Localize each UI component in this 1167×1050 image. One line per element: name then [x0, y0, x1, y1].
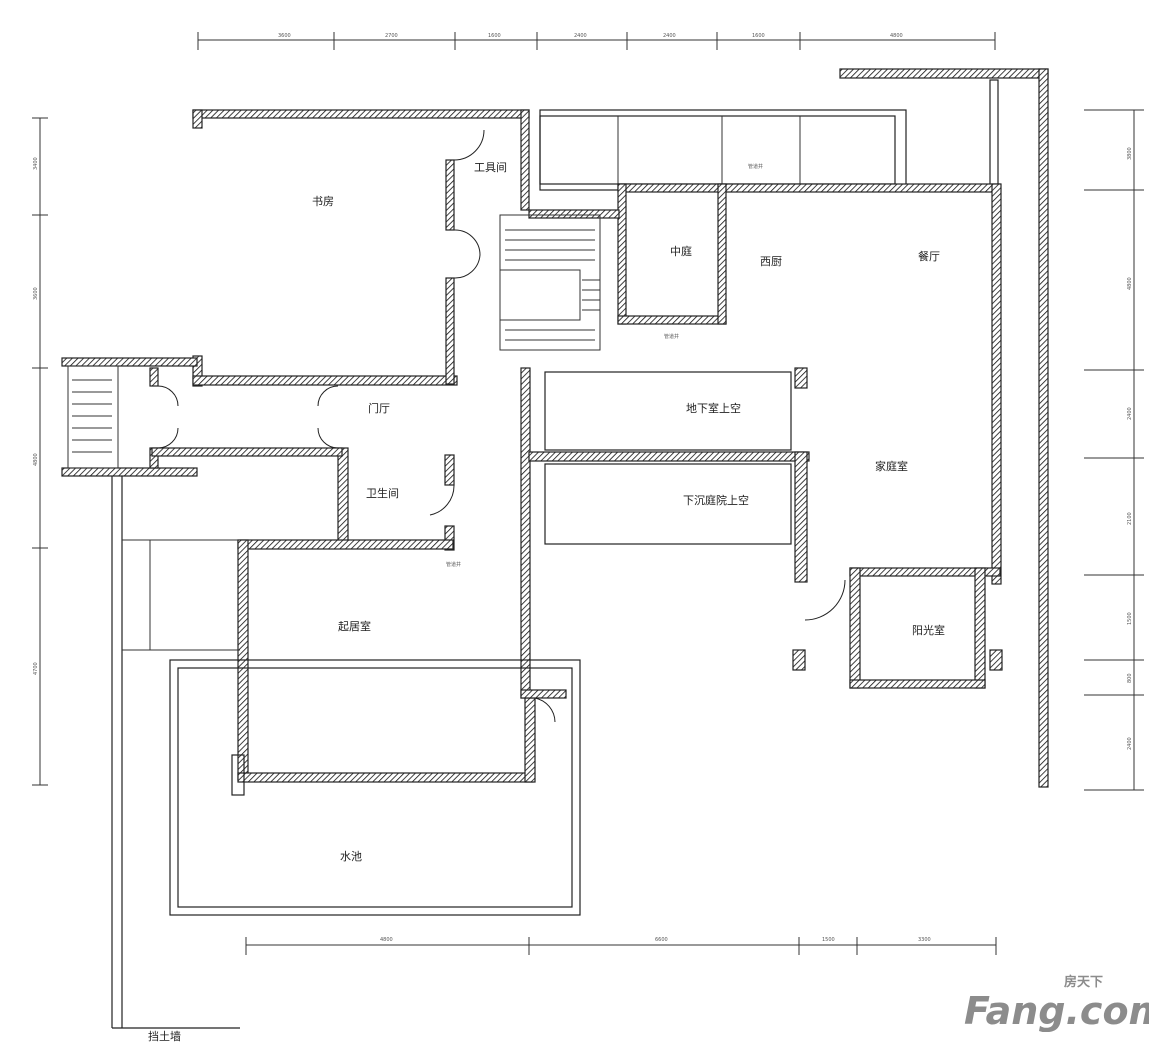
- room-basement-void-label: 地下室上空: [686, 401, 741, 415]
- room-study-label: 书房: [312, 195, 334, 208]
- dim-right-6: 800: [1127, 673, 1133, 683]
- dim-right-3: 2400: [1127, 407, 1133, 420]
- dim-top-6: 1600: [752, 33, 765, 39]
- watermark-main-text: Fang.com: [964, 989, 1149, 1032]
- room-foyer-label: 门厅: [368, 401, 390, 415]
- dim-right-2: 4800: [1127, 277, 1133, 290]
- dim-right-4: 2100: [1127, 512, 1133, 525]
- room-lower-court-void-label: 下沉庭院上空: [683, 493, 749, 507]
- room-family-room-label: 家庭室: [875, 459, 908, 473]
- room-retaining-wall-label: 挡土墙: [148, 1029, 181, 1043]
- dim-left-1: 3400: [33, 157, 39, 170]
- dim-bottom-2: 6600: [655, 937, 668, 943]
- room-kitchen-label: 西厨: [760, 255, 782, 268]
- dim-left-3: 4800: [33, 453, 39, 466]
- dim-right-7: 2400: [1127, 737, 1133, 750]
- room-dining-label: 餐厅: [918, 249, 940, 263]
- room-labels: 书房 工具间 中庭 西厨 餐厅 门厅 地下室上空 下沉庭院上空 家庭室 卫生间 …: [148, 161, 945, 1043]
- room-sunroom-label: 阳光室: [912, 623, 945, 637]
- room-tool-room-label: 工具间: [474, 161, 507, 174]
- doors: [157, 129, 846, 723]
- dim-top-7: 4800: [890, 33, 903, 39]
- dim-right-1: 3800: [1127, 147, 1133, 160]
- dim-top-3: 1600: [488, 33, 501, 39]
- dim-left-4: 4700: [33, 662, 39, 675]
- shaft-label-a: 管道井: [748, 163, 763, 170]
- shaft-label-c: 管道井: [446, 561, 461, 568]
- dim-right-5: 1500: [1127, 612, 1133, 625]
- dimension-right: 3800 4800 2400 2100 1500 800 2400: [1084, 109, 1144, 791]
- room-bathroom-label: 卫生间: [366, 486, 399, 500]
- staircase-main: [499, 214, 601, 351]
- room-living-room-label: 起居室: [338, 619, 371, 633]
- dimension-bottom: 4800 6600 1500 3300: [245, 937, 997, 955]
- shaft-label-b: 管道井: [664, 333, 679, 340]
- room-patio-label: 中庭: [670, 244, 692, 258]
- dim-bottom-3: 1500: [822, 937, 835, 943]
- dimension-top: 3600 2700 1600 2400 2400 1600 4800: [197, 32, 996, 50]
- dimension-left: 3400 3600 4800 4700: [32, 117, 48, 786]
- dim-bottom-4: 3300: [918, 937, 931, 943]
- dim-bottom-1: 4800: [380, 937, 393, 943]
- dim-top-1: 3600: [278, 33, 291, 39]
- staircase-left: [67, 365, 119, 469]
- walls: [61, 68, 1049, 916]
- retaining-wall-lines: [111, 476, 240, 1029]
- dim-top-5: 2400: [663, 33, 676, 39]
- room-pool-label: 水池: [340, 850, 362, 863]
- watermark-small-text: 房天下: [1064, 974, 1103, 990]
- fang-watermark: 房天下 Fang.com: [964, 974, 1149, 1032]
- dim-left-2: 3600: [33, 287, 39, 300]
- dim-top-4: 2400: [574, 33, 587, 39]
- dim-top-2: 2700: [385, 33, 398, 39]
